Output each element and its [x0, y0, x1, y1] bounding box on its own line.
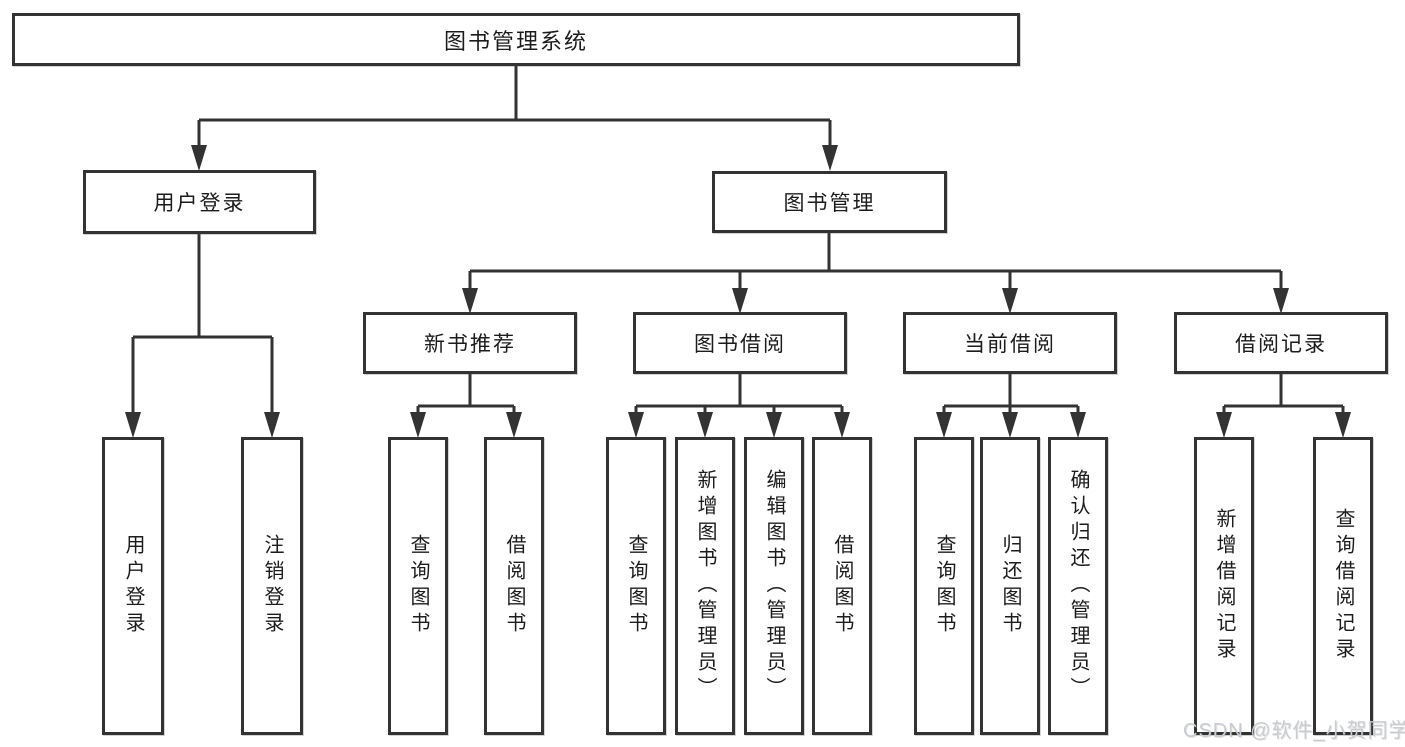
arrow-down-icon [1216, 412, 1232, 438]
arrow-down-icon [191, 145, 207, 171]
arrow-down-icon [1335, 412, 1351, 438]
arrow-down-icon [1002, 288, 1018, 314]
leaf-borrow-borrow-books-label: 借阅图书 [831, 534, 853, 638]
arrowhead-icons [125, 145, 1351, 438]
node-user-login: 用户登录 [83, 170, 316, 234]
arrow-down-icon [1070, 412, 1086, 438]
arrow-down-icon [264, 412, 280, 438]
leaf-borrow-edit-books-admin: 编辑图书（管理员） [744, 437, 804, 735]
leaf-current-query-books-label: 查询图书 [933, 534, 955, 638]
leaf-borrow-query-books-label: 查询图书 [625, 534, 647, 638]
arrow-down-icon [1002, 412, 1018, 438]
node-borrowing-records: 借阅记录 [1174, 312, 1388, 374]
arrow-down-icon [766, 412, 782, 438]
arrow-down-icon [732, 288, 748, 314]
leaf-rec-query-books: 查询图书 [388, 437, 448, 735]
leaf-records-query-record: 查询借阅记录 [1313, 437, 1373, 735]
arrow-down-icon [1273, 288, 1289, 314]
leaf-logout: 注销登录 [241, 437, 303, 735]
leaf-borrow-query-books: 查询图书 [606, 437, 666, 735]
leaf-current-confirm-return-admin-label: 确认归还（管理员） [1067, 469, 1089, 703]
node-new-book-recommendation: 新书推荐 [363, 312, 577, 374]
arrow-down-icon [834, 412, 850, 438]
leaf-borrow-edit-books-admin-label: 编辑图书（管理员） [763, 469, 785, 703]
node-root: 图书管理系统 [12, 13, 1020, 66]
leaf-current-confirm-return-admin: 确认归还（管理员） [1048, 437, 1108, 735]
leaf-rec-query-books-label: 查询图书 [407, 534, 429, 638]
leaf-current-query-books: 查询图书 [914, 437, 974, 735]
arrow-down-icon [628, 412, 644, 438]
leaf-records-add-record-label: 新增借阅记录 [1213, 508, 1235, 664]
leaf-current-return-books-label: 归还图书 [999, 534, 1021, 638]
arrow-down-icon [462, 288, 478, 314]
leaf-user-login-label: 用户登录 [122, 534, 144, 638]
arrow-down-icon [410, 412, 426, 438]
leaf-records-add-record: 新增借阅记录 [1194, 437, 1254, 735]
leaf-user-login: 用户登录 [102, 437, 164, 735]
arrow-down-icon [125, 412, 141, 438]
arrow-down-icon [936, 412, 952, 438]
arrow-down-icon [697, 412, 713, 438]
leaf-logout-label: 注销登录 [261, 534, 283, 638]
leaf-borrow-borrow-books: 借阅图书 [812, 437, 872, 735]
leaf-rec-borrow-books: 借阅图书 [484, 437, 544, 735]
node-book-management: 图书管理 [712, 171, 947, 233]
leaf-current-return-books: 归还图书 [980, 437, 1040, 735]
leaf-rec-borrow-books-label: 借阅图书 [503, 534, 525, 638]
leaf-borrow-add-books-admin: 新增图书（管理员） [675, 437, 735, 735]
watermark: CSDN @软件_小贺同学 [1183, 720, 1405, 742]
node-book-borrowing: 图书借阅 [633, 312, 847, 374]
leaf-borrow-add-books-admin-label: 新增图书（管理员） [694, 469, 716, 703]
node-current-borrowing: 当前借阅 [903, 312, 1117, 374]
tree-edges [131, 66, 1345, 417]
leaf-records-query-record-label: 查询借阅记录 [1332, 508, 1354, 664]
arrow-down-icon [822, 145, 838, 171]
arrow-down-icon [506, 412, 522, 438]
